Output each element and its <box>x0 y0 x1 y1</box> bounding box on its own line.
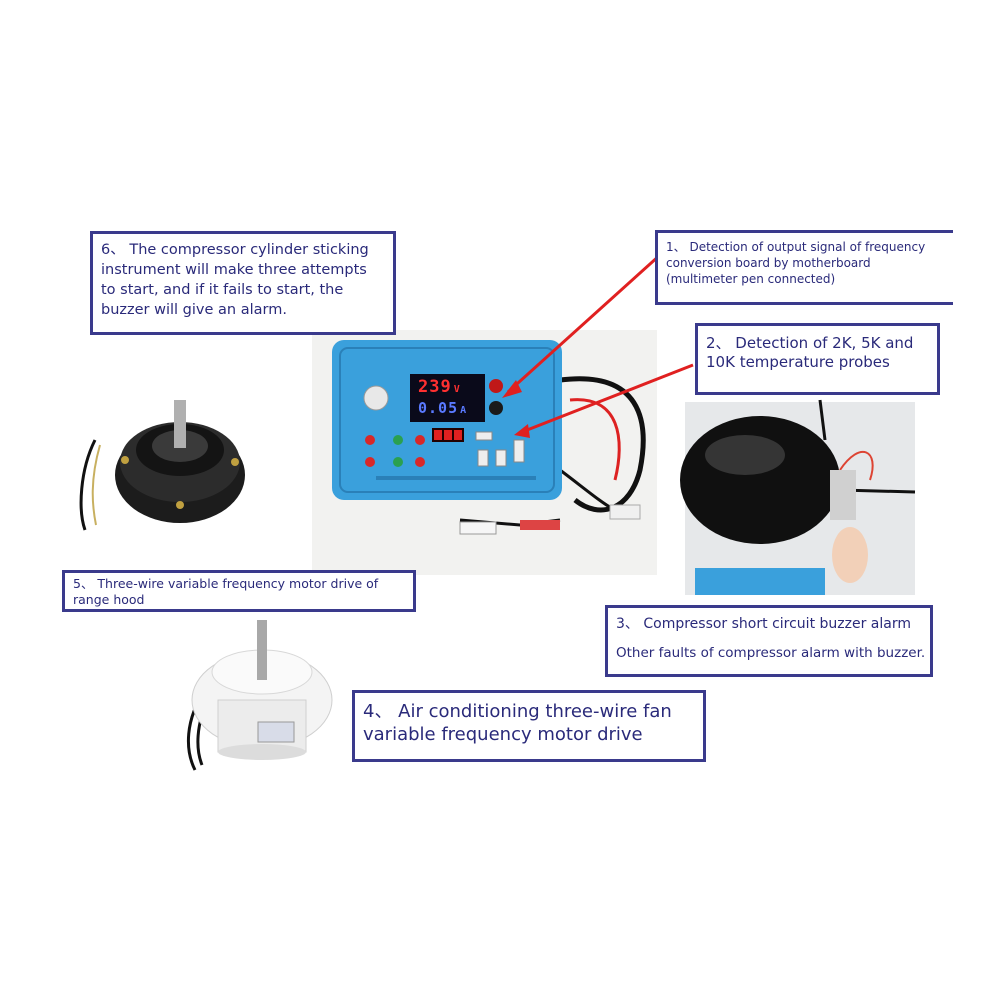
callout-line: variable frequency motor drive <box>363 723 643 745</box>
callout-cylinder-sticking: 6、 The compressor cylinder sticking inst… <box>90 231 396 335</box>
voltage-unit: V <box>453 384 461 395</box>
callout-line: conversion board by motherboard <box>666 256 871 271</box>
current-unit: A <box>460 405 468 416</box>
callout-line: 1、 Detection of output signal of frequen… <box>666 240 926 254</box>
callout-line: 6、 The compressor cylinder sticking <box>101 242 369 258</box>
tester-device-photo <box>312 330 657 575</box>
ac-fan-motor-photo <box>186 620 333 771</box>
callout-line: 3、 Compressor short circuit buzzer alarm <box>616 616 911 632</box>
callout-line: (multimeter pen connected) <box>666 272 836 287</box>
callout-line: Other faults of compressor alarm with bu… <box>616 644 926 661</box>
range-hood-motor-photo <box>79 400 245 531</box>
arrow-to-terminals <box>506 253 662 394</box>
current-value: 0.05 <box>418 399 459 417</box>
callout-ac-fan-motor-drive: 4、 Air conditioning three-wire fan varia… <box>352 690 706 762</box>
callout-line: 10K temperature probes <box>706 352 890 371</box>
callout-line: buzzer will give an alarm. <box>101 302 287 318</box>
callout-temperature-probe-detection: 2、 Detection of 2K, 5K and 10K temperatu… <box>695 323 940 395</box>
callout-output-signal-detection: 1、 Detection of output signal of frequen… <box>655 230 953 305</box>
compressor-probe-photo <box>680 399 916 595</box>
callout-range-hood-motor-drive: 5、 Three-wire variable frequency motor d… <box>62 570 416 612</box>
callout-line: instrument will make three attempts <box>101 262 367 278</box>
callout-compressor-buzzer-alarm: 3、 Compressor short circuit buzzer alarm… <box>605 605 933 677</box>
callout-line: to start, and if it fails to start, the <box>101 282 344 298</box>
callout-line: 4、 Air conditioning three-wire fan <box>363 701 672 722</box>
arrow-to-probe-port <box>521 363 694 434</box>
callout-line: 5、 Three-wire variable frequency motor d… <box>73 576 379 591</box>
pointer-arrows <box>502 253 694 438</box>
voltage-value: 239 <box>418 377 452 397</box>
callout-line: 2、 Detection of 2K, 5K and <box>706 334 914 352</box>
callout-line: range hood <box>73 591 145 607</box>
